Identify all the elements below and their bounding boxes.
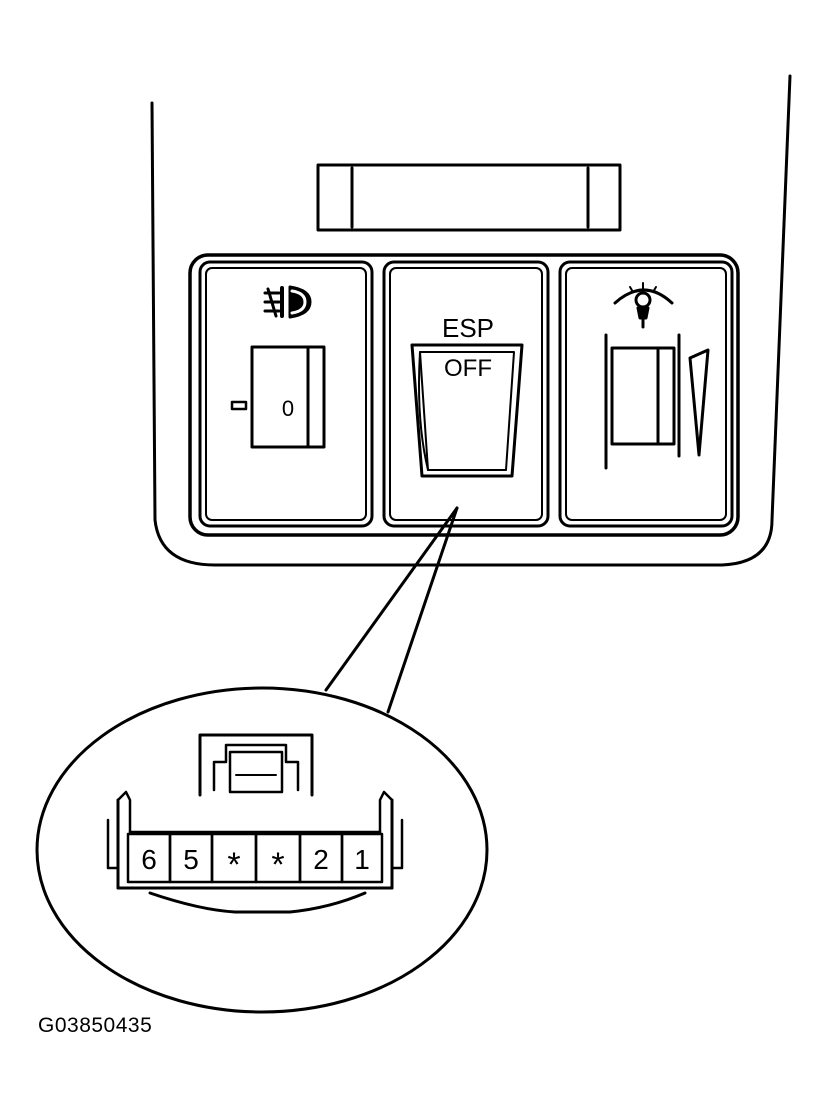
fog-light-switch[interactable]: 0 [198,260,374,528]
console-housing [150,74,792,567]
top-slot [316,163,622,232]
pin-6-label: 6 [141,844,157,875]
connector-detail-bubble [35,686,489,1014]
esp-label: ESP [442,313,494,343]
illumination-dimmer-switch[interactable] [558,260,734,528]
esp-button[interactable] [410,343,524,478]
fog-rocker[interactable] [250,345,326,449]
pin-1-label: 1 [354,844,370,875]
switch-connector: 6 5 * * 2 1 [106,733,404,914]
off-indicator-mark [230,400,248,411]
pin-2-label: 2 [313,844,329,875]
brightness-wedge [688,348,710,457]
pin-5-label: 5 [183,844,199,875]
figure-id: G03850435 [38,1014,153,1037]
dashboard-illumination-icon [613,282,674,329]
dimmer-thumbwheel[interactable] [604,333,681,470]
off-label: OFF [444,355,492,382]
callout-leader [324,506,459,714]
fog-light-icon [263,285,312,319]
pin-unused-label: * [271,846,284,884]
on-mark-label: 0 [282,396,294,421]
switch-bezel [188,253,740,537]
pin-unused-label: * [227,846,240,884]
esp-off-switch[interactable]: ESP OFF [382,260,550,528]
